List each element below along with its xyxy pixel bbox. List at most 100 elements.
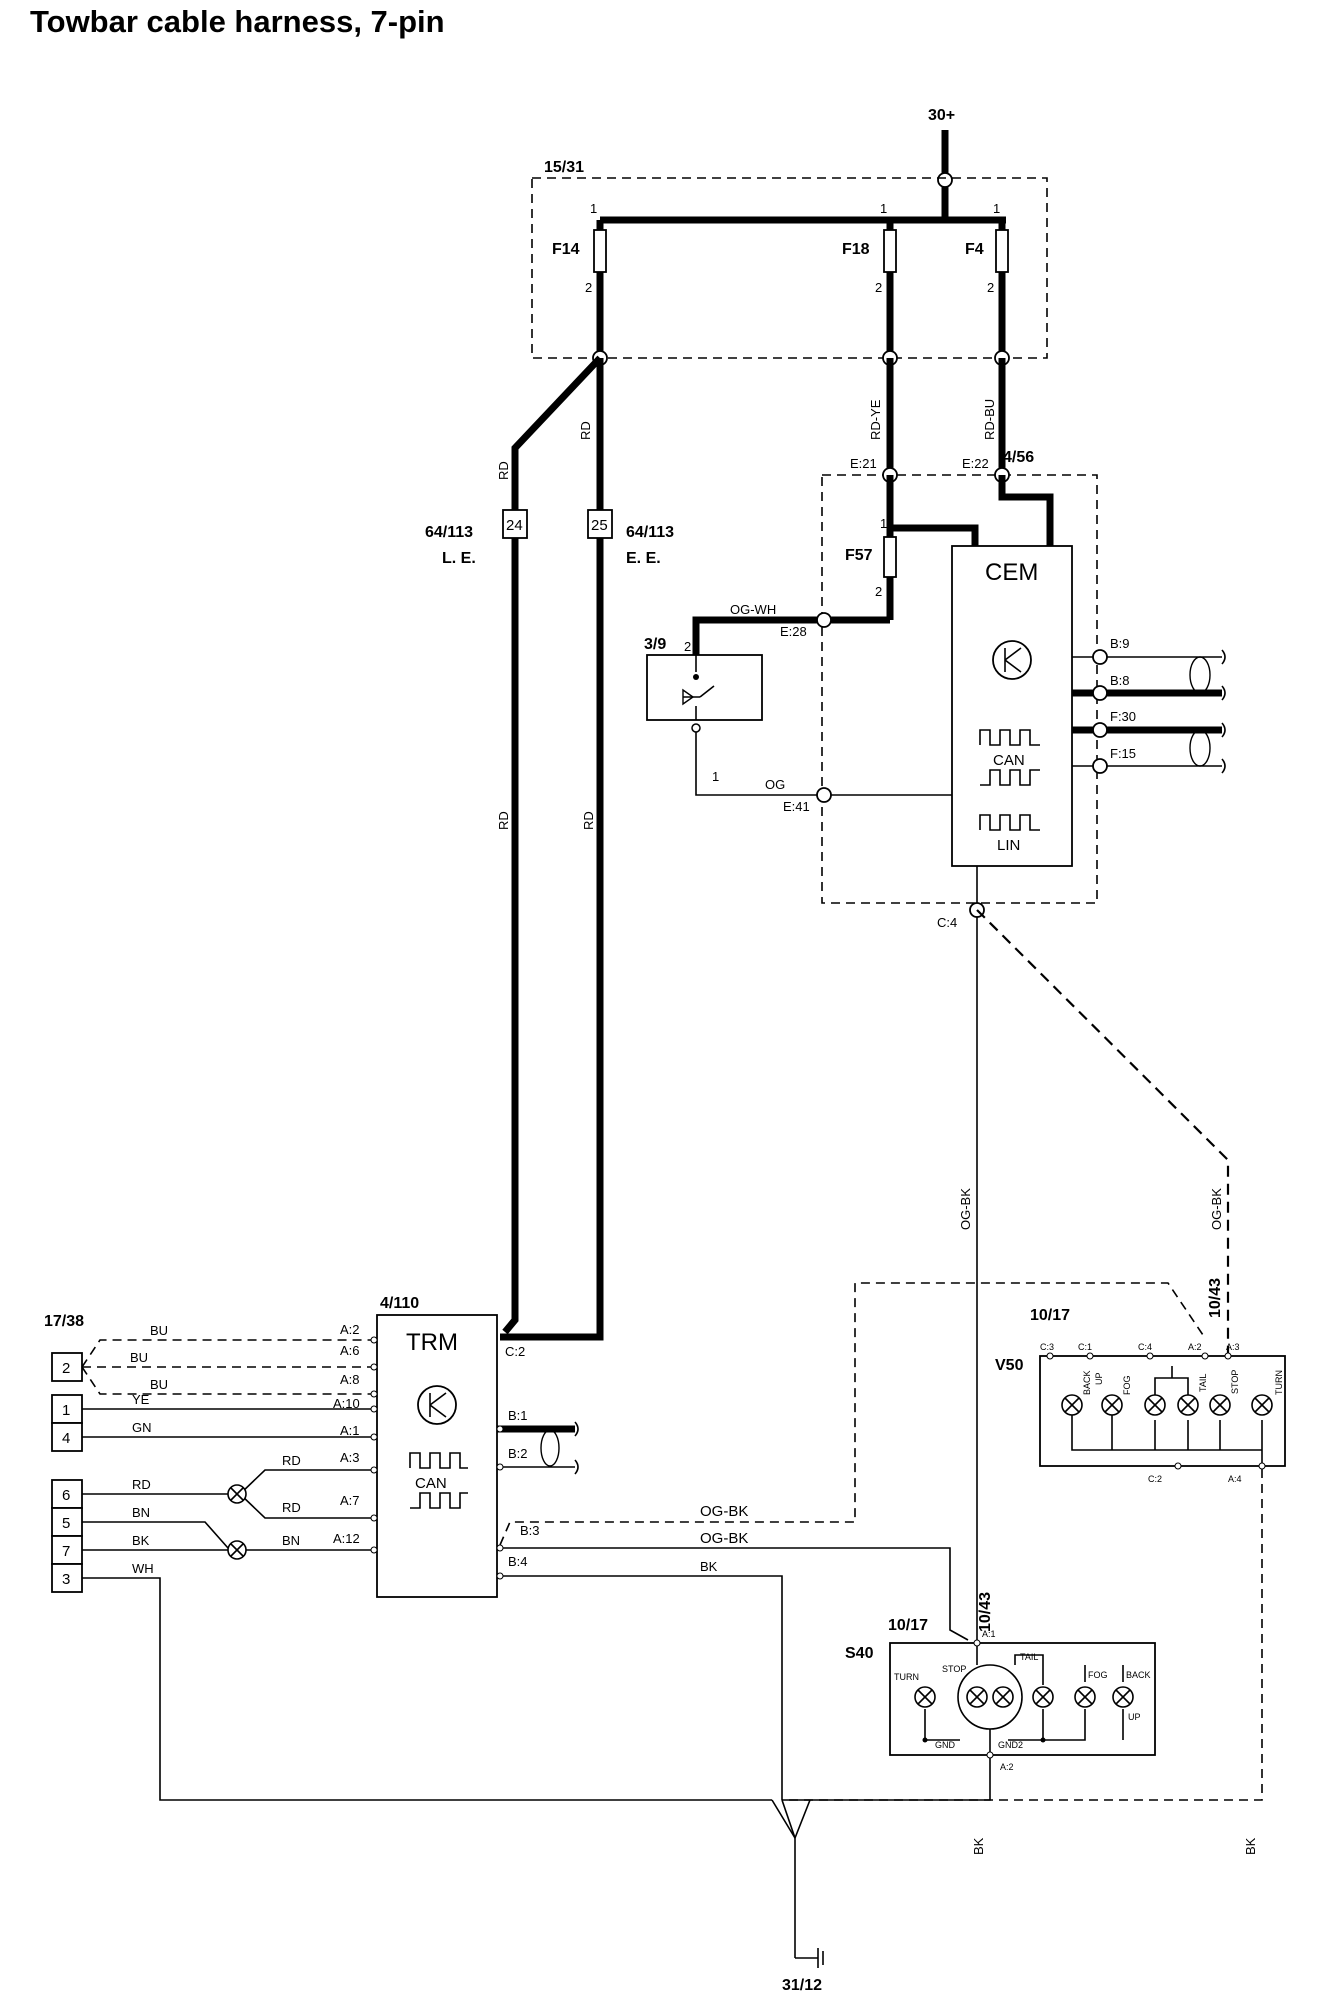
svg-text:A:1: A:1 bbox=[340, 1423, 360, 1438]
svg-text:2: 2 bbox=[875, 584, 882, 599]
wire-og-wh bbox=[692, 616, 890, 655]
svg-text:10/17: 10/17 bbox=[1030, 1307, 1070, 1324]
wire-wh bbox=[82, 1577, 772, 1801]
s40-lamp-unit: 10/43 10/17 S40 A:1 TURN STOP TAIL FOG B… bbox=[845, 1592, 1156, 1772]
svg-text:TRM: TRM bbox=[406, 1329, 458, 1356]
svg-text:64/113: 64/113 bbox=[626, 524, 674, 541]
svg-text:1: 1 bbox=[880, 201, 887, 216]
svg-text:STOP: STOP bbox=[942, 1664, 966, 1674]
svg-text:GND: GND bbox=[935, 1740, 956, 1750]
svg-text:A:2: A:2 bbox=[1188, 1342, 1202, 1352]
svg-text:E:41: E:41 bbox=[783, 799, 810, 814]
svg-text:TAIL: TAIL bbox=[1198, 1374, 1208, 1392]
svg-text:TAIL: TAIL bbox=[1020, 1652, 1038, 1662]
fuse-f18: F18 1 2 bbox=[842, 201, 897, 358]
wire-cem-e22 bbox=[998, 475, 1054, 546]
svg-text:1: 1 bbox=[590, 201, 597, 216]
svg-text:LIN: LIN bbox=[997, 837, 1020, 854]
svg-text:WH: WH bbox=[132, 1561, 154, 1576]
svg-text:BACK: BACK bbox=[1126, 1670, 1151, 1680]
svg-text:F57: F57 bbox=[845, 547, 873, 564]
fuse-f14: F14 1 2 bbox=[552, 201, 607, 358]
wire-cem-e21 bbox=[886, 475, 979, 546]
svg-text:A:8: A:8 bbox=[340, 1372, 360, 1387]
svg-text:RD: RD bbox=[282, 1453, 301, 1468]
trm-left-pins: A:2 A:6 A:8 A:10 A:1 A:3 A:7 A:12 bbox=[333, 1322, 360, 1546]
svg-text:OG-BK: OG-BK bbox=[700, 1530, 748, 1547]
svg-text:RD: RD bbox=[282, 1500, 301, 1515]
svg-text:E:21: E:21 bbox=[850, 456, 877, 471]
svg-text:OG-BK: OG-BK bbox=[700, 1503, 748, 1520]
svg-text:A:3: A:3 bbox=[1226, 1342, 1240, 1352]
svg-text:F18: F18 bbox=[842, 241, 870, 258]
svg-text:2: 2 bbox=[875, 280, 882, 295]
svg-text:BU: BU bbox=[150, 1377, 168, 1392]
svg-text:CAN: CAN bbox=[993, 752, 1025, 769]
svg-text:F14: F14 bbox=[552, 241, 580, 258]
svg-text:1: 1 bbox=[880, 516, 887, 531]
svg-text:RD: RD bbox=[132, 1477, 151, 1492]
svg-text:OG-WH: OG-WH bbox=[730, 602, 776, 617]
connector-25: 25 64/113 E. E. bbox=[587, 509, 674, 567]
pin-e28 bbox=[816, 612, 832, 628]
svg-text:FOG: FOG bbox=[1088, 1670, 1108, 1680]
svg-text:A:3: A:3 bbox=[340, 1450, 360, 1465]
svg-text:OG-BK: OG-BK bbox=[958, 1188, 973, 1230]
svg-text:2: 2 bbox=[585, 280, 592, 295]
svg-text:CEM: CEM bbox=[985, 559, 1038, 586]
svg-text:3: 3 bbox=[62, 1571, 70, 1588]
svg-text:B:1: B:1 bbox=[508, 1408, 528, 1423]
svg-text:A:6: A:6 bbox=[340, 1343, 360, 1358]
cem-module: CEM CAN LIN bbox=[951, 545, 1073, 867]
svg-text:TURN: TURN bbox=[894, 1672, 919, 1682]
svg-text:C:2: C:2 bbox=[505, 1344, 525, 1359]
svg-text:A:12: A:12 bbox=[333, 1531, 360, 1546]
svg-text:A:7: A:7 bbox=[340, 1493, 360, 1508]
v50-lamp-unit: 10/17 V50 C:3 C:1 C:4 A:2 A:3 BACK UP FO… bbox=[995, 1307, 1286, 1484]
svg-text:B:8: B:8 bbox=[1110, 673, 1130, 688]
svg-text:6: 6 bbox=[62, 1487, 70, 1504]
wire-rd-25-lower bbox=[500, 538, 604, 1341]
socket-17-38: 17/38 2 1 4 6 5 7 3 bbox=[44, 1313, 84, 1593]
svg-text:L. E.: L. E. bbox=[442, 550, 476, 567]
svg-text:3/9: 3/9 bbox=[644, 636, 666, 653]
wire-rd-24-upper bbox=[511, 355, 603, 510]
trm-network bbox=[496, 1421, 579, 1475]
svg-text:64/113: 64/113 bbox=[425, 524, 473, 541]
svg-text:V50: V50 bbox=[995, 1357, 1024, 1374]
svg-text:GND2: GND2 bbox=[998, 1740, 1023, 1750]
svg-text:A:2: A:2 bbox=[340, 1322, 360, 1337]
svg-text:E. E.: E. E. bbox=[626, 550, 661, 567]
wire-og bbox=[695, 732, 952, 796]
svg-text:C:4: C:4 bbox=[937, 915, 957, 930]
svg-text:UP: UP bbox=[1128, 1712, 1141, 1722]
svg-text:BACK: BACK bbox=[1082, 1370, 1092, 1395]
svg-text:2: 2 bbox=[684, 639, 691, 654]
svg-text:10/17: 10/17 bbox=[888, 1617, 928, 1634]
wire-og-bk-v50 bbox=[976, 909, 1230, 1360]
page-title: Towbar cable harness, 7-pin bbox=[30, 4, 445, 39]
pin-e41 bbox=[816, 787, 832, 803]
svg-text:C:2: C:2 bbox=[1148, 1474, 1162, 1484]
svg-text:E:22: E:22 bbox=[962, 456, 989, 471]
svg-text:BK: BK bbox=[700, 1559, 718, 1574]
svg-text:25: 25 bbox=[591, 517, 608, 534]
svg-text:RD: RD bbox=[581, 811, 596, 830]
wire-rd-24-lower bbox=[502, 538, 519, 1335]
svg-text:B:3: B:3 bbox=[520, 1523, 540, 1538]
svg-text:RD: RD bbox=[496, 461, 511, 480]
svg-text:24: 24 bbox=[506, 517, 523, 534]
trm-right-pins: C:2 B:1 B:2 B:3 B:4 bbox=[505, 1344, 540, 1569]
wires-rd-splice: RD RD RD bbox=[82, 1453, 378, 1522]
svg-text:31/12: 31/12 bbox=[782, 1977, 822, 1994]
svg-text:TURN: TURN bbox=[1274, 1370, 1284, 1395]
svg-text:4/110: 4/110 bbox=[380, 1295, 419, 1312]
svg-text:F:15: F:15 bbox=[1110, 746, 1136, 761]
svg-text:10/43: 10/43 bbox=[1207, 1278, 1224, 1318]
svg-text:A:4: A:4 bbox=[1228, 1474, 1242, 1484]
svg-text:F:30: F:30 bbox=[1110, 709, 1136, 724]
fuse-box-id: 15/31 bbox=[544, 159, 584, 176]
svg-text:1: 1 bbox=[712, 769, 719, 784]
svg-text:10/43: 10/43 bbox=[977, 1592, 994, 1632]
